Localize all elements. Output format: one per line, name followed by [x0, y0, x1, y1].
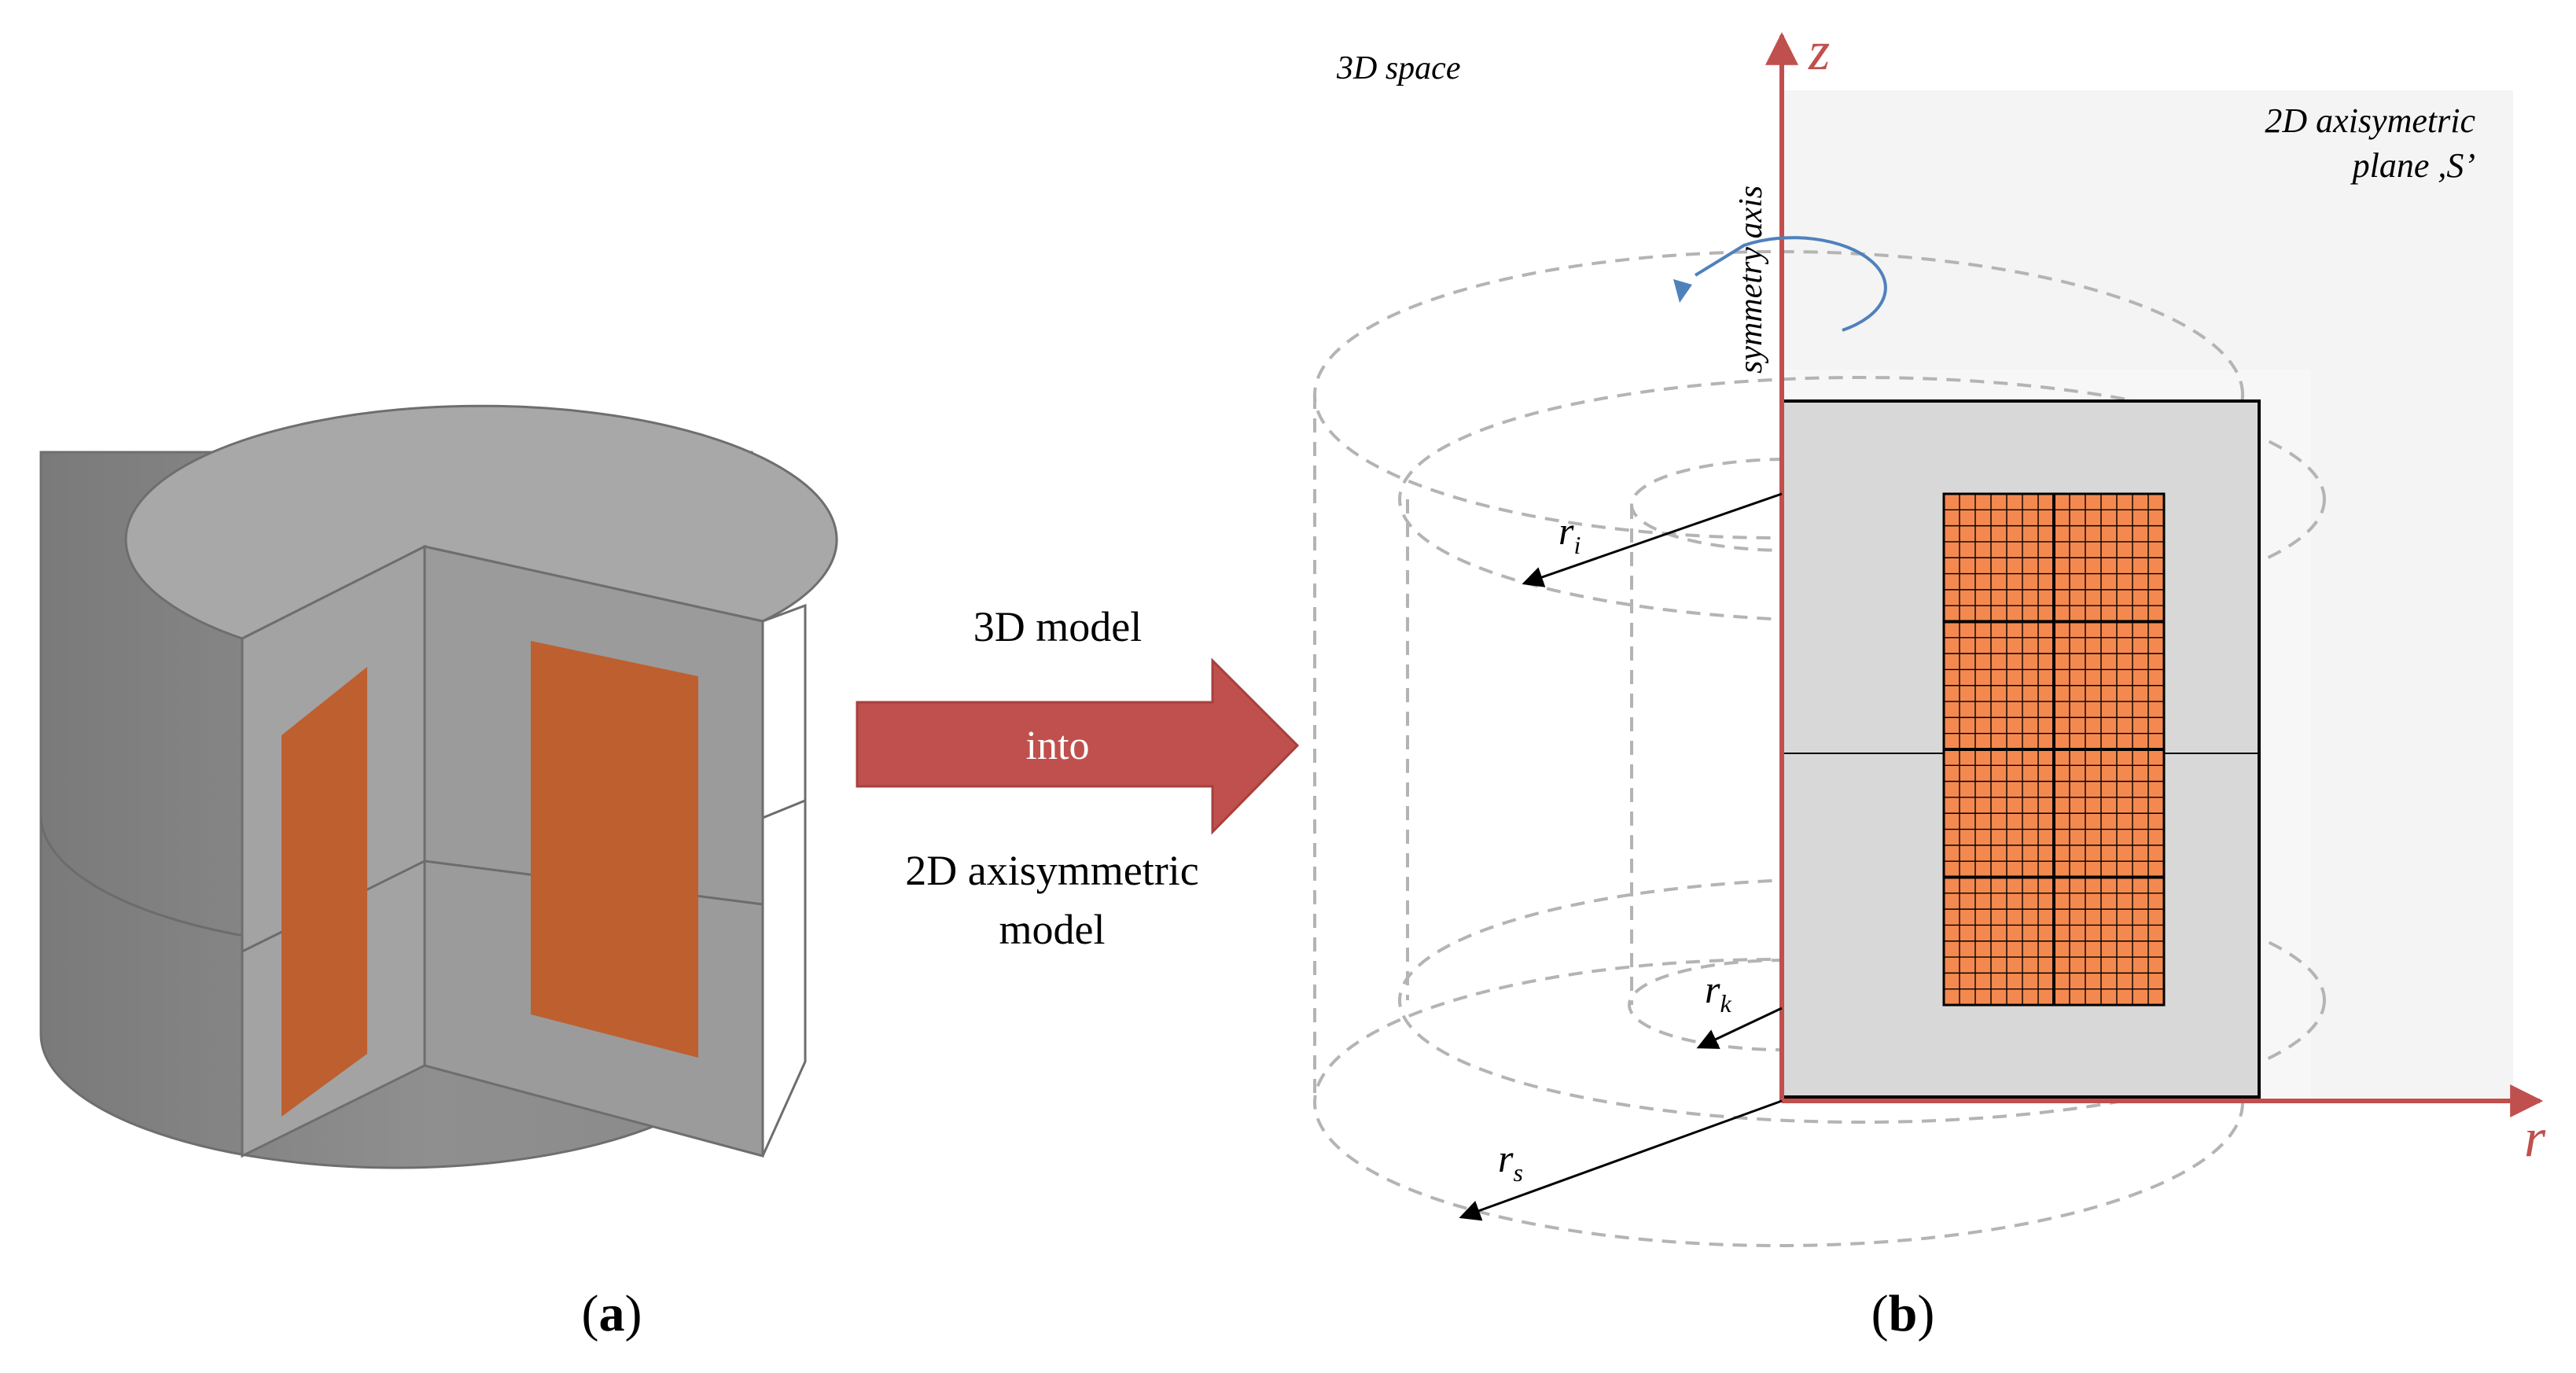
radius-i-label: ri	[1558, 509, 1581, 559]
transform-arrow-label-into: into	[1026, 723, 1090, 768]
coil-face-right	[531, 641, 698, 1058]
panel-a-label-letter: a	[599, 1285, 625, 1342]
cylinder-top-face	[124, 404, 838, 640]
panel-b-label-open: (	[1871, 1285, 1889, 1342]
transform-arrow-label-top: 3D model	[973, 603, 1142, 650]
radius-i-base: r	[1558, 509, 1574, 553]
panel-a-label-close: )	[625, 1285, 642, 1342]
cylinder-split-line-right	[762, 799, 806, 819]
radius-k-base: r	[1705, 967, 1720, 1011]
radius-i-sub: i	[1573, 531, 1581, 559]
panel-b-label-close: )	[1917, 1285, 1934, 1342]
transform-arrow-label-bottom-1: 2D axisymmetric	[905, 847, 1198, 894]
coil-face-left	[282, 667, 367, 1117]
transform-arrow-shape	[856, 657, 1300, 835]
rotation-arrow-icon	[1694, 236, 1887, 332]
panel-a-label-open: (	[582, 1285, 599, 1342]
transform-arrow-label-bottom-2: model	[999, 906, 1106, 953]
outer-edge-line	[761, 603, 807, 1157]
panel-b-label-letter: b	[1889, 1285, 1918, 1342]
transform-arrow: 3D model into 2D axisymmetric model	[856, 603, 1300, 953]
panel-b-label: (b)	[1871, 1285, 1935, 1342]
radius-s-arrow	[1459, 1099, 1783, 1221]
r-axis-label: r	[2524, 1108, 2546, 1169]
radius-k-label: rk	[1705, 967, 1731, 1018]
space-label: 3D space	[1336, 50, 1460, 87]
radius-i-arrow	[1522, 492, 1783, 587]
panel-a-label: (a)	[582, 1285, 642, 1342]
cylinder-split-line	[39, 813, 245, 937]
radius-k-arrow	[1696, 1007, 1783, 1049]
radius-k-sub: k	[1720, 989, 1731, 1018]
z-axis-label: z	[1808, 21, 1830, 82]
plane-label-line-2: plane ,S’	[2350, 146, 2475, 185]
radius-s-sub: s	[1513, 1158, 1522, 1187]
symmetry-axis-label: symmetry axis	[1733, 186, 1769, 374]
radius-s-label: rs	[1498, 1136, 1523, 1187]
panel-b-schematic: z r symmetry axis 3D space 2D axisymetri…	[1313, 21, 2546, 1247]
rotation-arrowhead-icon	[1673, 279, 1692, 303]
radius-s-base: r	[1498, 1136, 1514, 1180]
coil-mesh	[1942, 492, 2166, 1007]
panel-a-model	[39, 404, 838, 1169]
plane-label-line-1: 2D axisymetric	[2265, 101, 2475, 140]
